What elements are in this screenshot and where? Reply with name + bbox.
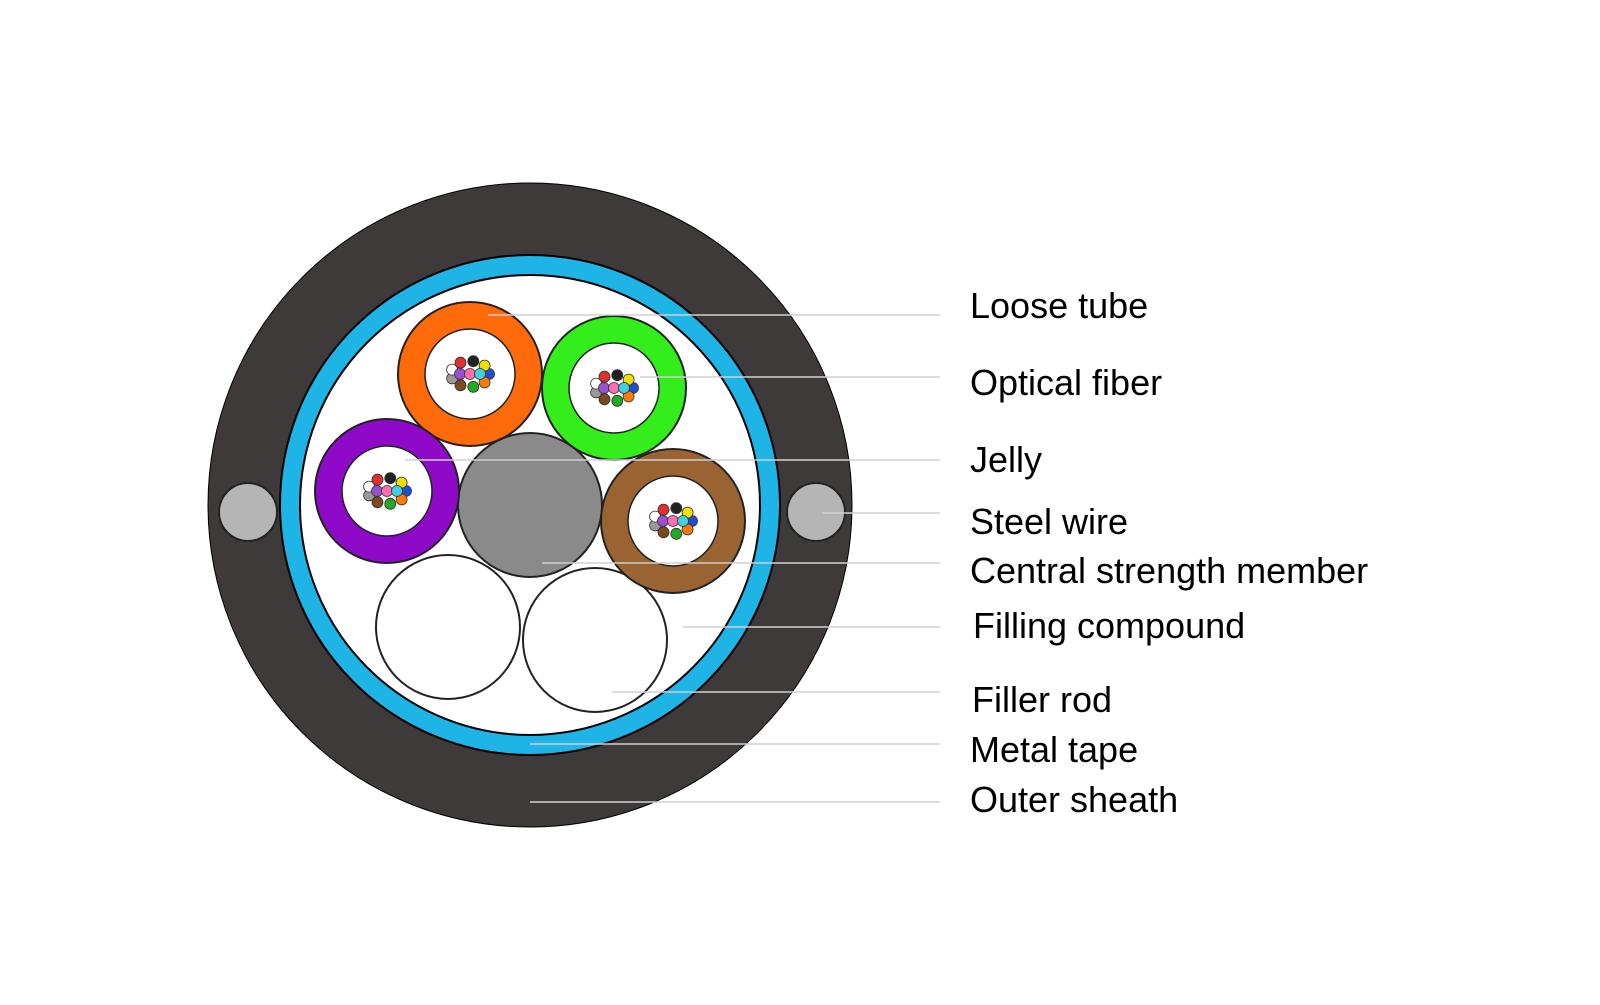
label-central-strength-member: Central strength member — [970, 550, 1369, 591]
optical-fiber — [474, 368, 486, 380]
optical-fiber — [371, 473, 384, 486]
filler-rod-left — [375, 554, 521, 700]
label-filling-compound: Filling compound — [973, 605, 1246, 646]
label-outer-sheath: Outer sheath — [970, 779, 1179, 820]
label-metal-tape: Metal tape — [970, 729, 1139, 770]
label-filler-rod: Filler rod — [972, 679, 1113, 720]
central-strength-member — [457, 432, 603, 578]
optical-fiber — [381, 485, 393, 497]
loose-tube-brown — [600, 448, 746, 594]
optical-fiber — [464, 368, 476, 380]
optical-fiber — [467, 380, 480, 393]
label-optical-fiber: Optical fiber — [970, 362, 1163, 403]
optical-fiber — [667, 515, 679, 527]
loose-tube-orange — [397, 301, 543, 447]
optical-fiber — [677, 515, 689, 527]
optical-fiber — [611, 369, 624, 382]
optical-fiber — [670, 502, 683, 515]
optical-fiber — [371, 485, 383, 497]
label-loose-tube: Loose tube — [970, 285, 1149, 326]
optical-fiber — [611, 394, 624, 407]
optical-fiber — [598, 370, 611, 383]
optical-fiber — [467, 355, 480, 368]
optical-fiber — [384, 472, 397, 485]
steel-wire-right — [786, 482, 846, 542]
optical-fiber — [657, 503, 670, 516]
optical-fiber — [391, 485, 403, 497]
label-jelly: Jelly — [970, 439, 1043, 480]
label-steel-wire: Steel wire — [970, 501, 1129, 542]
optical-fiber — [608, 382, 620, 394]
optical-fiber — [657, 515, 669, 527]
loose-tubes — [314, 301, 746, 594]
optical-fiber — [618, 382, 630, 394]
filler-rod-right — [522, 567, 668, 713]
optical-fiber — [598, 382, 610, 394]
loose-tube-green — [541, 315, 687, 461]
leader-lines — [405, 314, 940, 803]
optical-fiber — [454, 356, 467, 369]
steel-wire-left — [218, 482, 278, 542]
optical-fiber — [670, 527, 683, 540]
optical-fiber — [454, 368, 466, 380]
optical-fiber — [384, 497, 397, 510]
loose-tube-purple — [314, 418, 460, 564]
